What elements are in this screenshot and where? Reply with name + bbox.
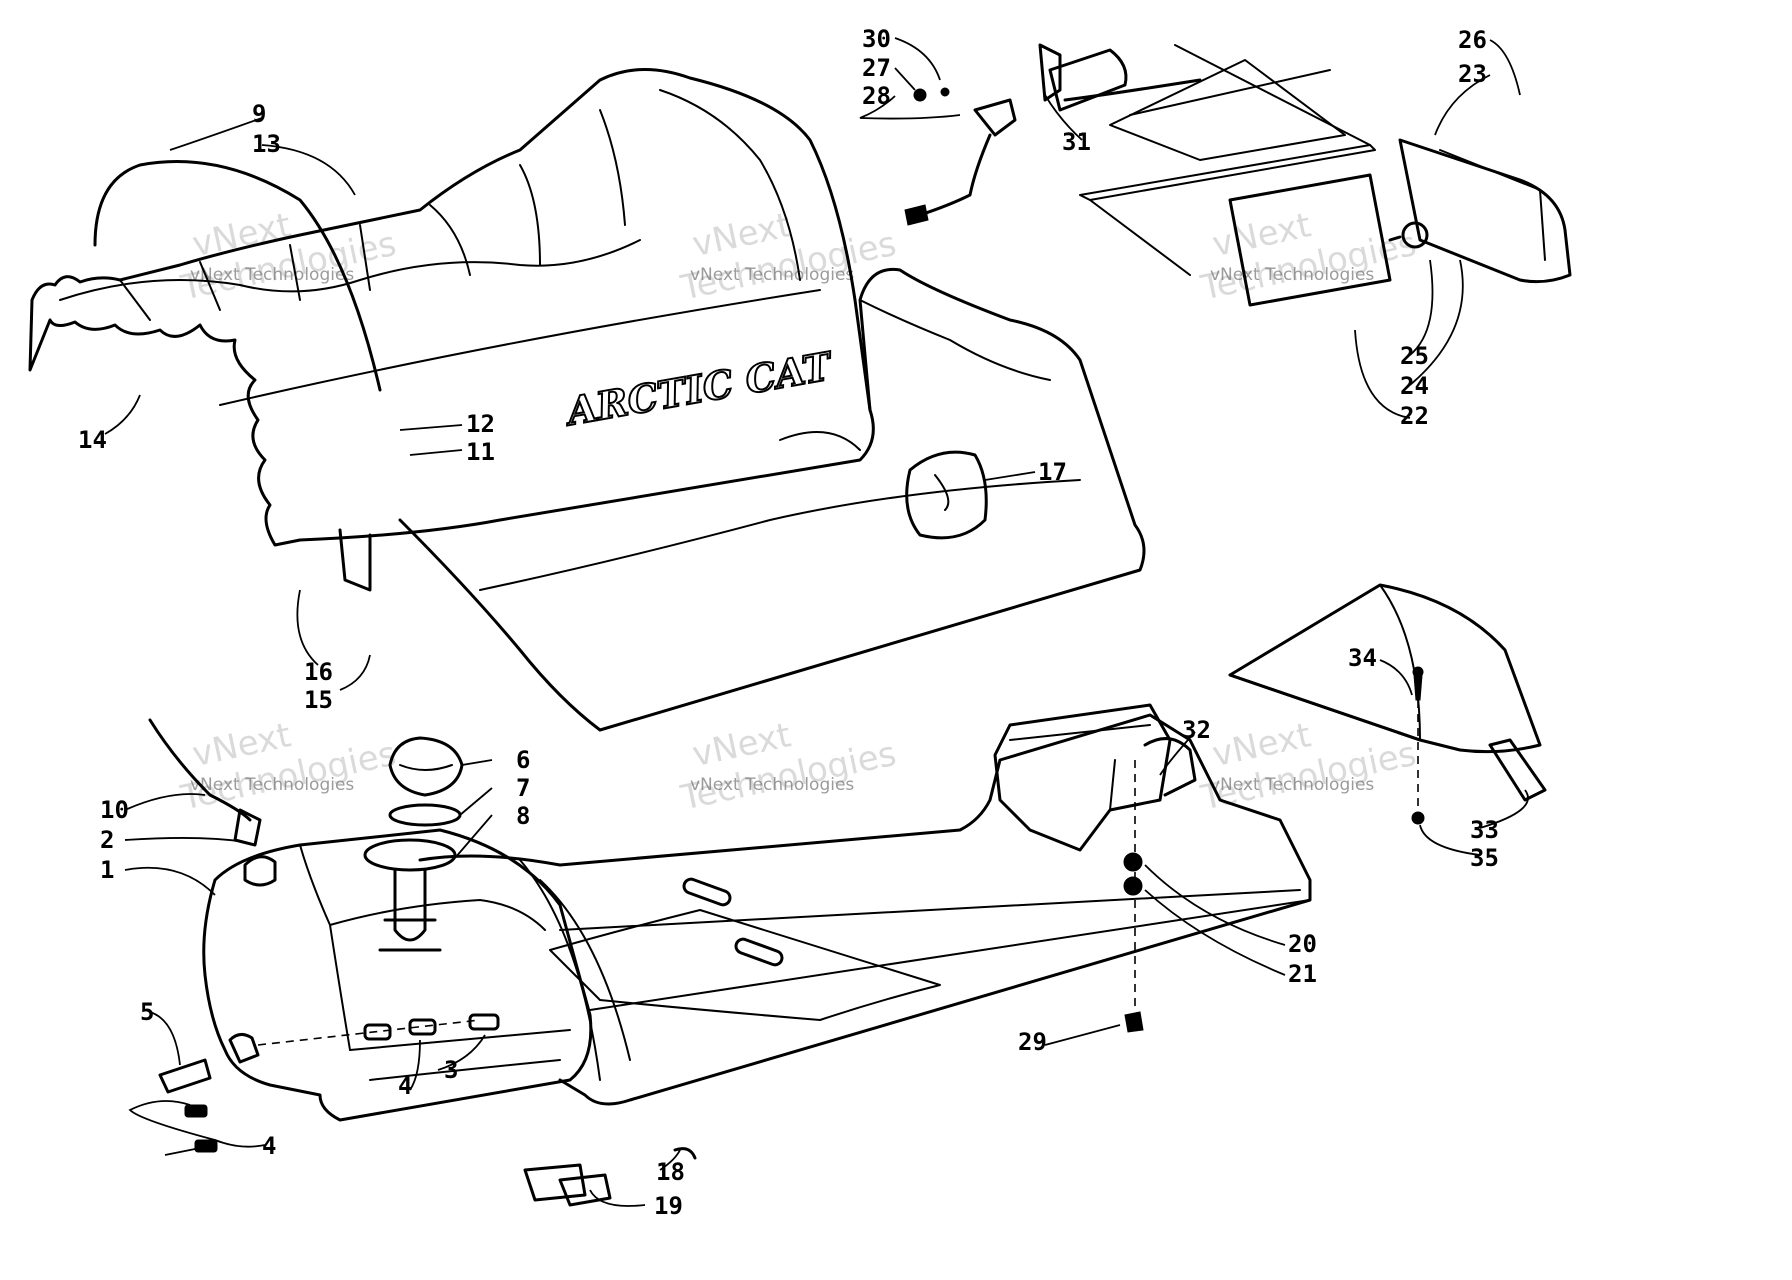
callout-labels: 9 13 14 12 11 17 16 15 30 27 28 31 26 23… <box>78 25 1499 1220</box>
callout-23: 23 <box>1458 60 1487 88</box>
callout-24: 24 <box>1400 372 1429 400</box>
callout-4-upper: 4 <box>398 1072 412 1100</box>
callout-5: 5 <box>140 998 154 1026</box>
callout-26: 26 <box>1458 26 1487 54</box>
callout-13: 13 <box>252 130 281 158</box>
watermark-3: vNext Technologies vNext Technologies <box>1197 205 1420 308</box>
svg-text:vNext Technologies: vNext Technologies <box>1210 265 1374 285</box>
cowling <box>398 267 1146 732</box>
callout-22: 22 <box>1400 402 1429 430</box>
callout-27: 27 <box>862 54 891 82</box>
watermark-6: vNext Technologies vNext Technologies <box>1197 715 1420 818</box>
callout-21: 21 <box>1288 960 1317 988</box>
callout-33: 33 <box>1470 816 1499 844</box>
svg-text:vNext Technologies: vNext Technologies <box>690 265 854 285</box>
callout-7: 7 <box>516 774 530 802</box>
callout-30: 30 <box>862 25 891 53</box>
taillight-assembly <box>904 43 1572 307</box>
callout-32: 32 <box>1182 716 1211 744</box>
svg-text:vNext Technologies: vNext Technologies <box>1210 775 1374 795</box>
callout-10: 9 <box>252 100 266 128</box>
callout-12: 12 <box>466 410 495 438</box>
callout-29: 29 <box>1018 1028 1047 1056</box>
gas-tank <box>148 718 697 1207</box>
callout-34: 34 <box>1348 644 1377 672</box>
callout-11: 11 <box>466 438 495 466</box>
callout-1: 1 <box>100 856 114 884</box>
callout-6: 6 <box>516 746 530 774</box>
brand-logo: ARCTIC CAT <box>561 343 837 435</box>
watermark-4: vNext Technologies vNext Technologies <box>177 715 400 818</box>
callout-16: 16 <box>304 658 333 686</box>
rear-bracket <box>1228 583 1547 825</box>
callout-25: 25 <box>1400 342 1429 370</box>
seat: ARCTIC CAT <box>28 68 875 592</box>
callout-31: 31 <box>1062 128 1091 156</box>
callout-20: 20 <box>1288 930 1317 958</box>
callout-35: 35 <box>1470 844 1499 872</box>
callout-19: 19 <box>654 1192 683 1220</box>
callout-17: 17 <box>1038 458 1067 486</box>
svg-text:vNext Technologies: vNext Technologies <box>690 775 854 795</box>
callout-8: 8 <box>516 802 530 830</box>
callout-4-lower: 4 <box>262 1132 276 1160</box>
callout-9: 10 <box>100 796 129 824</box>
callout-14: 14 <box>78 426 107 454</box>
svg-text:vNext Technologies: vNext Technologies <box>190 775 354 795</box>
watermark-2: vNext Technologies vNext Technologies <box>677 205 900 308</box>
chassis <box>418 703 1312 1106</box>
callout-2: 2 <box>100 826 114 854</box>
callout-3: 3 <box>444 1056 458 1084</box>
callout-15: 15 <box>304 686 333 714</box>
svg-text:vNext Technologies: vNext Technologies <box>190 265 354 285</box>
callout-28: 28 <box>862 82 891 110</box>
leader-lines <box>104 37 1529 1207</box>
watermark-1: vNext Technologies vNext Technologies <box>177 205 400 308</box>
watermark-5: vNext Technologies vNext Technologies <box>677 715 900 818</box>
callout-18: 18 <box>656 1158 685 1186</box>
